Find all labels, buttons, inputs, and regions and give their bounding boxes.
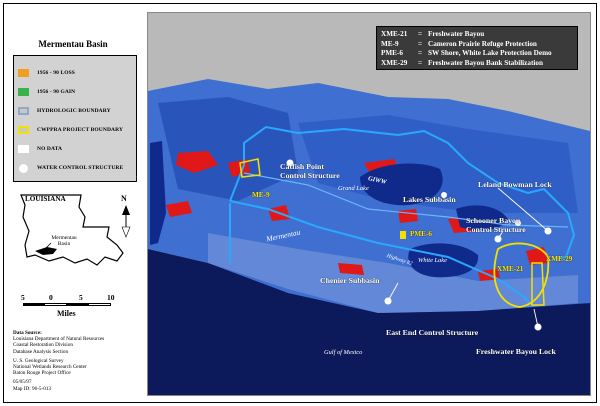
label-chenier-subbasin: Chenier Subbasin	[320, 276, 380, 285]
key-name: Freshwater Bayou Bank Stabilization	[428, 58, 543, 67]
north-label: N	[121, 194, 127, 203]
label-grand-lake: Grand Lake	[338, 185, 369, 192]
scale-tick: 0	[49, 293, 53, 302]
grand-lake	[360, 163, 443, 206]
label-leland-bowman-lock: Leland Bowman Lock	[478, 180, 552, 189]
label-white-lake: White Lake	[418, 257, 447, 264]
scale-bar-graphic	[23, 303, 111, 306]
label-schooner-bayou: Schooner Bayou Control Structure	[466, 216, 526, 234]
label-catfish-point: Catfish Point Control Structure	[280, 162, 340, 180]
label-pme6: PME-6	[410, 230, 432, 238]
xme21-boundary	[493, 242, 550, 308]
key-code: ME-9	[381, 39, 399, 48]
key-name: Cameron Prairie Refuge Protection	[428, 39, 537, 48]
source-map-id: Map ID: 96-5-013	[13, 385, 52, 392]
legend-label: HYDROLOGIC BOUNDARY	[37, 108, 111, 114]
legend-item-structure: WATER CONTROL STRUCTURE	[18, 161, 123, 175]
label-xme29: XME-29	[546, 255, 573, 263]
louisiana-inset: LOUISIANA Mermentau Basin N	[13, 187, 137, 277]
label-lakes-subbasin: Lakes Subbasin	[403, 195, 456, 204]
legend-item-cwppra: CWPPRA PROJECT BOUNDARY	[18, 123, 123, 137]
key-name: Freshwater Bayou	[428, 30, 485, 38]
scale-unit: Miles	[57, 309, 76, 318]
key-row: XME-21=Freshwater Bayou	[381, 30, 485, 38]
gain-swatch	[18, 88, 29, 96]
source-line: Coastal Restoration Division	[13, 342, 73, 349]
gulf-water	[148, 249, 590, 395]
north-arrow-icon	[121, 205, 131, 238]
basin-map-image	[148, 79, 590, 395]
source-line: U. S. Geological Survey	[13, 357, 64, 364]
hydrologic-swatch	[18, 107, 29, 115]
legend-label: 1956 - 90 LOSS	[37, 70, 75, 76]
source-line: Baton Rouge Project Office	[13, 370, 71, 377]
source-heading: Data Source:	[13, 330, 42, 336]
pme6-boundary	[400, 231, 406, 239]
key-name: SW Shore, White Lake Protection Demo	[428, 49, 552, 57]
inset-state-label: LOUISIANA	[25, 195, 66, 203]
label-calcasieu-lake: Calcasieu Lake	[136, 145, 145, 186]
scale-tick: 5	[79, 293, 83, 302]
cwppra-swatch	[18, 126, 29, 134]
water-control-structure-icon	[286, 159, 552, 331]
inset-basin-label: Mermentau Basin	[51, 235, 77, 247]
legend-panel: Mermentau Basin 1956 - 90 LOSS 1956 - 90…	[9, 10, 141, 402]
source-line: National Wetlands Research Center	[13, 364, 87, 371]
data-source: Data Source: Louisiana Department of Nat…	[13, 330, 141, 392]
key-code: PME-6	[381, 49, 403, 57]
label-xme21: XME-21	[497, 265, 524, 273]
legend-box: 1956 - 90 LOSS 1956 - 90 GAIN HYDROLOGIC…	[13, 55, 137, 182]
xme29-boundary	[531, 262, 545, 306]
map-panel[interactable]: XME-21=Freshwater Bayou ME-9=Cameron Pra…	[136, 12, 591, 396]
key-code: XME-21	[381, 30, 408, 38]
legend-label: 1956 - 90 GAIN	[37, 89, 76, 95]
key-row: PME-6=SW Shore, White Lake Protection De…	[381, 49, 552, 57]
key-row: XME-29=Freshwater Bayou Bank Stabilizati…	[381, 58, 543, 67]
lake-small	[456, 205, 508, 231]
calcasieu-lake	[150, 141, 166, 245]
scale-ticks: 5 0 5 10	[21, 293, 133, 303]
louisiana-outline-icon	[20, 194, 131, 266]
key-code: XME-29	[381, 58, 408, 67]
loss-swatch	[18, 69, 29, 77]
legend-label: WATER CONTROL STRUCTURE	[37, 165, 124, 171]
legend-title: Mermentau Basin	[38, 39, 108, 49]
source-line: Louisiana Department of Natural Resource…	[13, 336, 105, 343]
project-key: XME-21=Freshwater Bayou ME-9=Cameron Pra…	[376, 26, 578, 70]
legend-item-nodata: NO DATA	[18, 142, 62, 156]
label-freshwater-bayou-lock: Freshwater Bayou Lock	[476, 347, 556, 356]
legend-item-loss: 1956 - 90 LOSS	[18, 66, 75, 80]
legend-label: CWPPRA PROJECT BOUNDARY	[37, 127, 124, 133]
legend-label: NO DATA	[37, 146, 63, 152]
scale-tick: 5	[21, 293, 25, 302]
legend-item-gain: 1956 - 90 GAIN	[18, 85, 75, 99]
key-row: ME-9=Cameron Prairie Refuge Protection	[381, 39, 537, 48]
nodata-swatch	[18, 145, 29, 153]
page-frame	[3, 3, 597, 403]
me9-boundary	[239, 158, 261, 178]
label-east-end: East End Control Structure	[386, 328, 479, 337]
scale-bar: 5 0 5 10 Miles	[21, 293, 133, 323]
label-me9: ME-9	[252, 191, 270, 199]
label-gulf-of-mexico: Gulf of Mexico	[324, 349, 363, 356]
structure-dot-icon	[19, 163, 28, 173]
scale-tick: 10	[107, 293, 115, 302]
source-date: 05/05/97	[13, 379, 32, 386]
source-line: Database Analysis Section	[13, 348, 69, 355]
legend-item-hydrologic: HYDROLOGIC BOUNDARY	[18, 104, 111, 118]
